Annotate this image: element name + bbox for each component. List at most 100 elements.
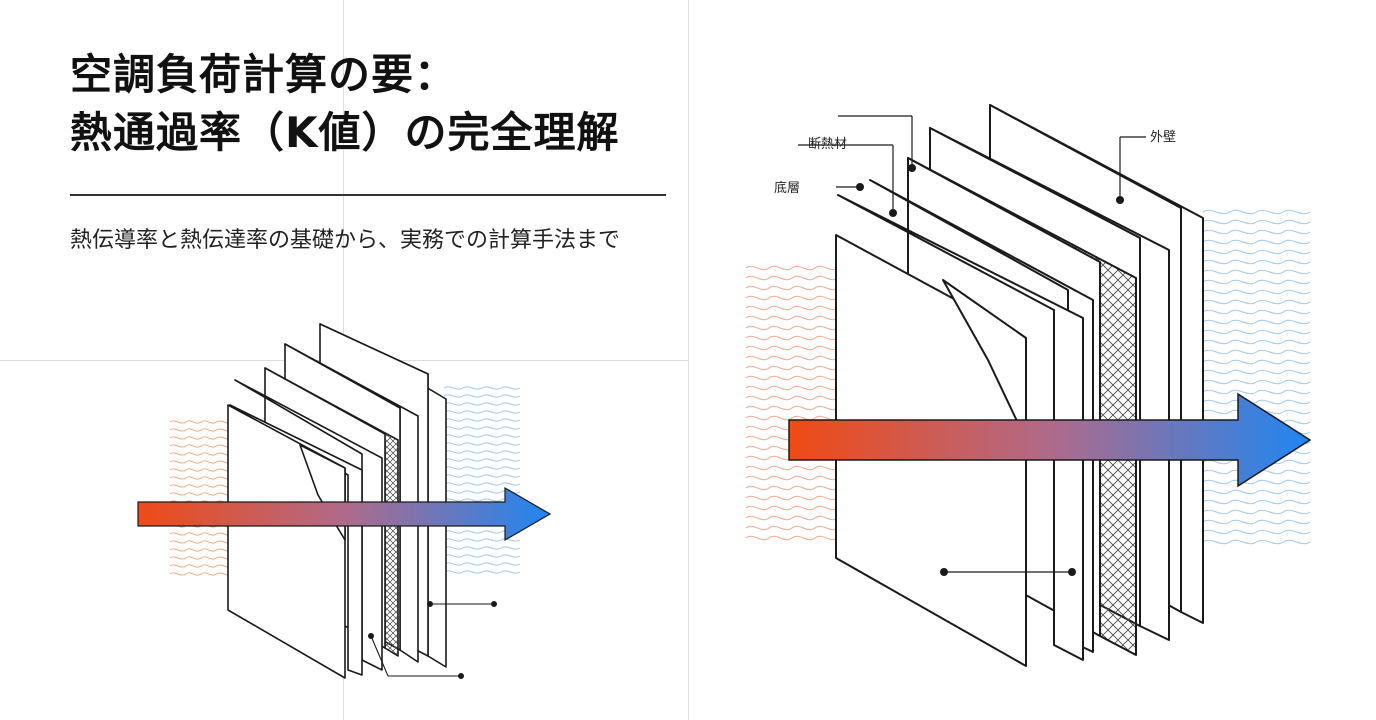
heat-wave-line [169,564,233,568]
heat-wave-line [1202,389,1311,395]
heat-wave-line [745,495,839,501]
title-divider [70,194,666,196]
heat-wave-line [1202,299,1311,305]
heat-waves-hot [169,420,233,576]
heat-wave-line [1202,249,1311,255]
grid-line-vertical-center [688,0,689,720]
heat-wave-line [169,460,233,464]
heat-wave-line [745,285,839,291]
wall-section-diagram-small [137,323,552,679]
heat-wave-line [745,485,839,491]
heat-wave-line [745,535,839,541]
heat-wave-line [745,395,839,401]
heat-wave-line [1202,399,1311,405]
heat-wave-line [1202,479,1311,485]
heat-wave-line [443,410,521,414]
heat-wave-line [443,546,521,550]
heat-wave-line [169,452,233,456]
label-base-layer: 底層 [774,180,800,196]
page-title: 空調負荷計算の要： 熱通過率（K値）の完全理解 [70,46,620,162]
page-subtitle: 熱伝導率と熱伝達率の基礎から、実務での計算手法まで [70,228,621,253]
heat-wave-line [745,525,839,531]
heat-wave-line [169,428,233,432]
heat-wave-line [745,265,839,271]
heat-wave-line [169,556,233,560]
heat-wave-line [443,482,521,486]
layer-inner-2 [234,379,383,671]
heat-wave-line [1202,259,1311,265]
heat-wave-line [1202,499,1311,505]
heat-wave-line [1202,379,1311,385]
heat-wave-line [745,335,839,341]
heat-wave-line [443,402,521,406]
heat-wave-line [1202,539,1311,545]
heat-waves-hot [745,265,839,541]
heat-wave-line [1202,349,1311,355]
heat-wave-line [745,325,839,331]
heat-wave-line [443,418,521,422]
heat-waves-cold [443,386,521,574]
heat-wave-line [443,394,521,398]
heat-wave-line [443,426,521,430]
heat-wave-line [1202,339,1311,345]
heat-wave-line [169,468,233,472]
heat-wave-line [169,548,233,552]
heat-wave-line [745,505,839,511]
heat-wave-line [745,295,839,301]
heat-wave-line [443,458,521,462]
heat-wave-line [1202,359,1311,365]
heat-wave-line [1202,239,1311,245]
page-title-line-1: 空調負荷計算の要： [70,50,458,99]
heat-wave-line [169,572,233,576]
heat-wave-line [1202,529,1311,535]
heat-wave-line [443,570,521,574]
heat-wave-line [1202,279,1311,285]
heat-wave-line [169,492,233,496]
heat-flow-arrow-large [788,392,1312,488]
heat-wave-line [745,515,839,521]
heat-wave-line [169,476,233,480]
heat-wave-line [745,475,839,481]
layer-inner-1 [837,194,1084,661]
heat-wave-line [169,532,233,536]
heat-wave-line [745,315,839,321]
heat-wave-line [745,375,839,381]
heat-wave-line [745,415,839,421]
heat-wave-line [169,420,233,424]
heat-wave-line [745,305,839,311]
label-insulation: 断熱材 [808,137,847,152]
heat-wave-line [1202,219,1311,225]
heat-wave-line [443,450,521,454]
heat-wave-line [1202,489,1311,495]
heat-wave-line [1202,369,1311,375]
heat-wave-line [745,405,839,411]
wall-section-diagram-large: 断熱材 底層 外壁 [745,104,1312,667]
heat-flow-arrow-small [137,486,552,542]
heat-wave-line [745,365,839,371]
heat-wave-line [443,386,521,390]
heat-wave-line [169,444,233,448]
page-title-line-2: 熱通過率（K値）の完全理解 [70,108,620,157]
heat-wave-line [443,538,521,542]
heat-wave-line [745,385,839,391]
heat-wave-line [1202,309,1311,315]
heat-wave-line [1202,519,1311,525]
heat-wave-line [1202,329,1311,335]
heat-wave-line [443,442,521,446]
heat-wave-line [443,474,521,478]
label-exterior-wall: 外壁 [1150,130,1176,145]
heat-wave-line [443,562,521,566]
heat-wave-line [745,345,839,351]
heat-wave-line [1202,289,1311,295]
heat-wave-line [1202,509,1311,515]
heat-wave-line [169,484,233,488]
heat-wave-line [1202,319,1311,325]
heat-wave-line [1202,209,1311,215]
heat-wave-line [1202,269,1311,275]
heat-wave-line [1202,229,1311,235]
heat-wave-line [443,434,521,438]
heat-wave-line [443,466,521,470]
heat-wave-line [745,355,839,361]
heat-wave-line [443,554,521,558]
heat-wave-line [169,540,233,544]
